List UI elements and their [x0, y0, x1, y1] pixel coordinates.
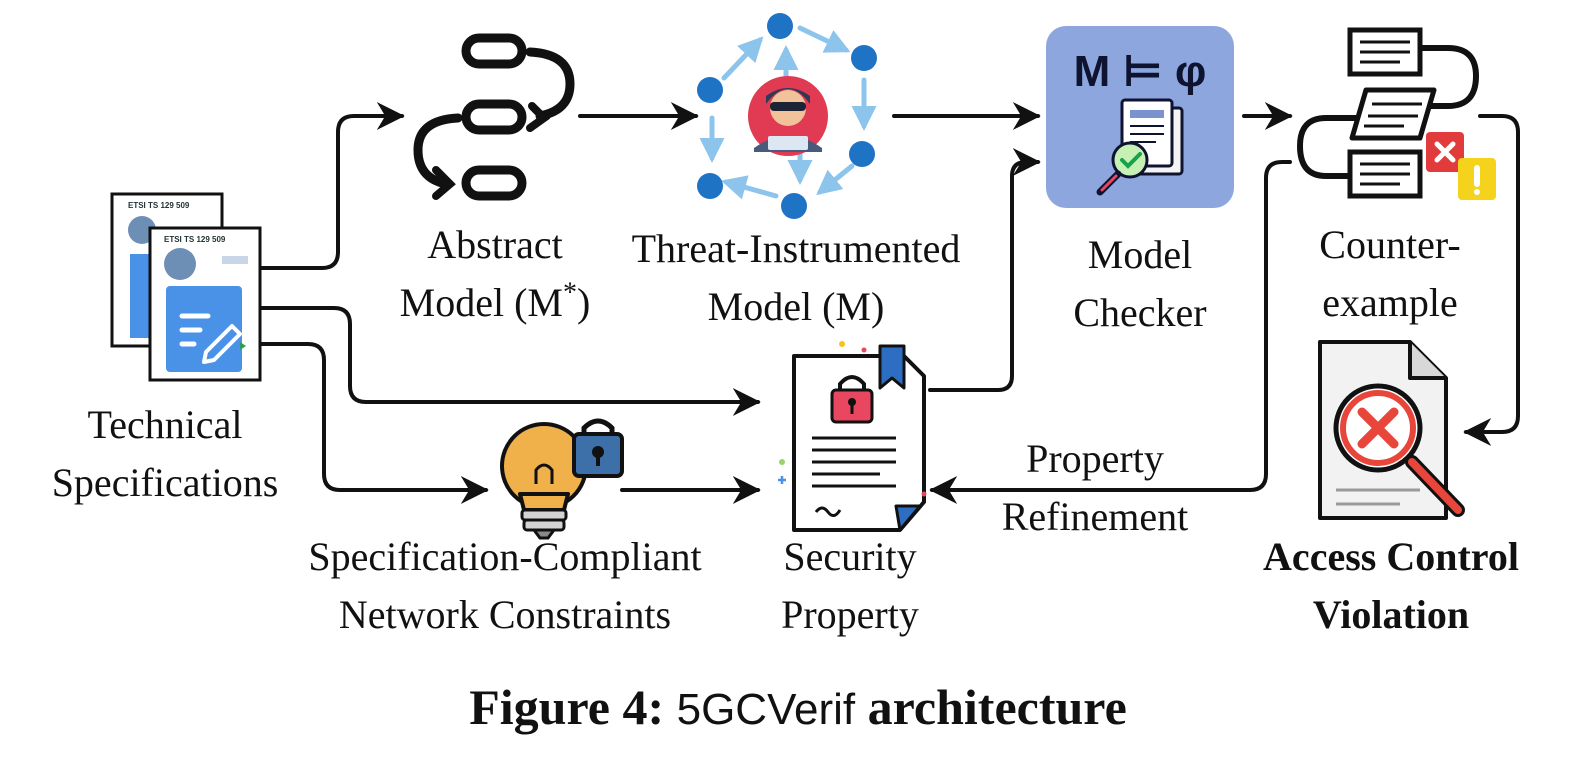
caption-tool-name: 5GCVerif — [676, 685, 856, 734]
refinement-label-line2: Refinement — [1001, 494, 1189, 539]
model-checker-icon: M ⊨ φ — [1046, 26, 1234, 208]
violation-label: Access Control Violation — [1236, 528, 1546, 644]
arrow-counter-to-violation — [1463, 114, 1520, 446]
violation-label-line1: Access Control — [1263, 534, 1519, 579]
checker-label-line2: Checker — [1073, 290, 1207, 335]
abstract-model-label: Abstract Model (M*) — [370, 216, 620, 332]
violation-label-line2: Violation — [1312, 592, 1470, 637]
threat-model-label: Threat-Instrumented Model (M) — [596, 220, 996, 336]
property-label-line2: Property — [781, 592, 919, 637]
access-violation-icon — [1318, 340, 1465, 520]
specs-label-line2: Specifications — [51, 460, 279, 505]
abstract-label-line2: Model (M*) — [399, 277, 591, 325]
doc-header-front: ETSI TS 129 509 — [164, 235, 226, 244]
technical-specs-icon: ETSI TS 129 509 ETSI TS 129 509 — [110, 192, 262, 382]
doc-header-back: ETSI TS 129 509 — [128, 201, 190, 210]
arrow-specs-to-constraints — [260, 342, 489, 504]
refinement-label-line1: Property — [1026, 436, 1164, 481]
abstract-model-icon — [413, 33, 575, 201]
property-label-line1: Security — [783, 534, 917, 579]
constraints-label: Specification-Compliant Network Constrai… — [262, 528, 748, 644]
checker-label-line1: Model — [1087, 232, 1193, 277]
counter-label-line1: Counter- — [1319, 222, 1461, 267]
checker-formula: M ⊨ φ — [1074, 47, 1207, 96]
constraints-label-line1: Specification-Compliant — [308, 534, 702, 579]
security-property-icon — [778, 341, 927, 532]
abstract-label-line1: Abstract — [427, 222, 563, 267]
counterexample-label: Counter- example — [1290, 216, 1490, 332]
figure-caption: Figure 4: 5GCVerif architecture — [0, 672, 1596, 745]
refinement-label: Property Refinement — [970, 430, 1220, 546]
arrow-specs-to-property — [260, 306, 761, 416]
specs-label-line1: Technical — [87, 402, 243, 447]
flow-arrows — [260, 102, 1520, 504]
caption-prefix: Figure 4: — [469, 679, 665, 735]
threat-model-icon — [697, 13, 877, 219]
arrow-specs-to-abstract — [260, 102, 405, 270]
counter-label-line2: example — [1322, 280, 1458, 325]
security-property-label: Security Property — [750, 528, 950, 644]
threat-label-line2: Model (M) — [707, 284, 885, 329]
model-checker-label: Model Checker — [1040, 226, 1240, 342]
caption-suffix: architecture — [867, 679, 1127, 735]
arrow-refinement-to-property — [929, 160, 1292, 504]
constraints-bulb-icon — [500, 418, 624, 540]
specs-label: Technical Specifications — [20, 396, 310, 512]
constraints-label-line2: Network Constraints — [338, 592, 672, 637]
threat-label-line1: Threat-Instrumented — [631, 226, 961, 271]
arrow-property-to-checker — [928, 148, 1041, 392]
counterexample-icon — [1296, 27, 1496, 200]
